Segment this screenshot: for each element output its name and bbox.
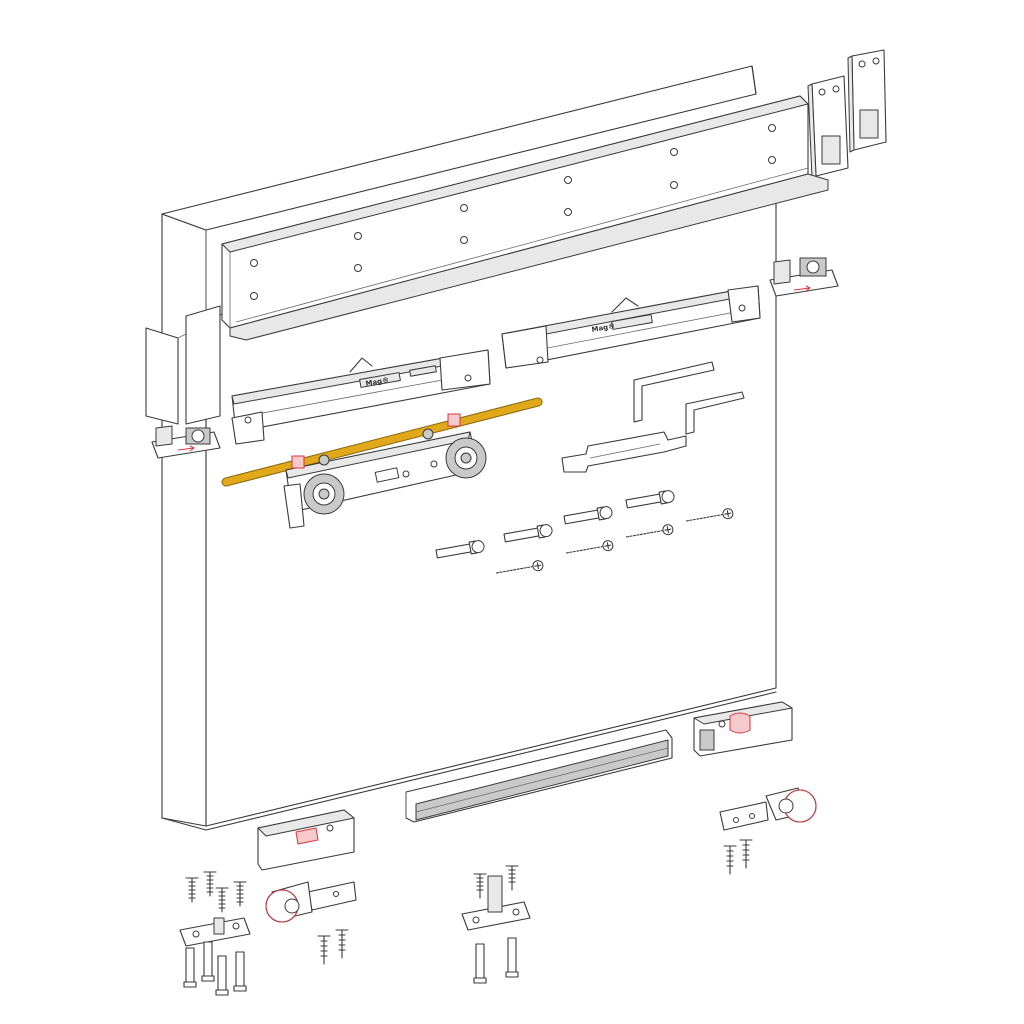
top-track (221, 95, 829, 341)
bottom-wheel-bracket-right (719, 787, 817, 831)
floor-plugs-center (473, 937, 519, 984)
allen-key-small (685, 391, 745, 435)
soft-close-damper-left: Mag® (231, 349, 491, 445)
floor-plugs-left (183, 941, 247, 996)
brand-label-left: Mag® (365, 376, 390, 388)
door-panel (161, 65, 777, 831)
bottom-wheel-bracket-left (265, 881, 357, 923)
floor-plate-left (179, 917, 251, 947)
wall-plugs (435, 490, 675, 559)
allen-key-large (633, 361, 715, 423)
spanner (561, 431, 687, 473)
floor-screws-left (185, 871, 247, 913)
floor-screws-center (473, 865, 519, 899)
bottom-end-stop-right (693, 701, 793, 757)
end-stop-left (151, 425, 221, 459)
wood-screws (495, 508, 734, 574)
bracket-screws-left (317, 929, 349, 965)
left-end-plates (145, 305, 221, 425)
floor-plate-center (461, 875, 531, 931)
bracket-screws-right (723, 839, 753, 875)
bottom-end-stop-left (257, 809, 355, 871)
connecting-rod (221, 397, 543, 487)
wall-bracket-pair (807, 49, 887, 179)
brush-strip (405, 729, 673, 823)
end-stop-right (769, 257, 839, 297)
brand-label-right: Mag® (591, 322, 616, 334)
track-screw-holes (250, 124, 776, 300)
soft-close-damper-right: Mag® (501, 285, 761, 369)
roller-carriage (283, 413, 487, 529)
